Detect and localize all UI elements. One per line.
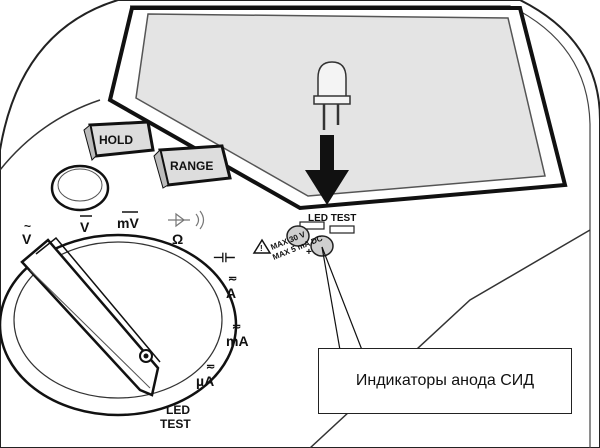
down-arrow-icon xyxy=(305,135,349,205)
dial-label-v-ac: V xyxy=(22,231,32,247)
range-button[interactable]: RANGE xyxy=(153,144,232,189)
dial-label-ma: mA xyxy=(226,333,249,349)
dial-label-v-dc: V xyxy=(80,219,90,235)
dial-label-led-test-1: LED xyxy=(166,403,190,417)
warning-triangle-icon: ! xyxy=(252,238,272,254)
dial-label-a: A xyxy=(226,285,236,301)
diode-continuity-icon xyxy=(168,210,205,230)
led-socket-slot-right xyxy=(329,225,355,234)
ac-symbol-icon: ~ xyxy=(24,219,31,233)
rotary-selector-dial[interactable] xyxy=(0,233,238,417)
range-button-label: RANGE xyxy=(170,159,213,173)
hold-button-label: HOLD xyxy=(99,133,133,147)
dial-label-ua: µA xyxy=(196,373,214,389)
dial-label-led-test-2: TEST xyxy=(160,417,191,431)
round-function-button[interactable] xyxy=(50,164,110,212)
callout-pointer xyxy=(321,246,363,351)
led-test-title: LED TEST xyxy=(308,213,356,224)
led-anode-callout: Индикаторы анода СИД xyxy=(318,348,572,414)
lcd-screen xyxy=(135,13,546,197)
acdc-a-symbol-icon: ≂ xyxy=(228,273,237,285)
dial-label-mv: mV xyxy=(117,215,139,231)
dial-label-ohm: Ω xyxy=(172,231,183,247)
hold-button[interactable]: HOLD xyxy=(83,120,155,161)
led-icon xyxy=(313,61,351,130)
led-polarity-plus: + xyxy=(306,247,312,258)
meter-left-edge xyxy=(0,99,101,171)
acdc-ma-symbol-icon: ≂ xyxy=(232,321,241,333)
led-socket-anode[interactable] xyxy=(310,235,334,257)
acdc-ua-symbol-icon: ≂ xyxy=(206,361,215,373)
led-socket-left[interactable] xyxy=(286,225,310,247)
svg-text:!: ! xyxy=(260,244,263,253)
round-button-rim xyxy=(57,168,103,202)
callout-pointer-2 xyxy=(321,246,341,351)
dial-label-capacitance: ⊣⊢ xyxy=(213,250,236,265)
